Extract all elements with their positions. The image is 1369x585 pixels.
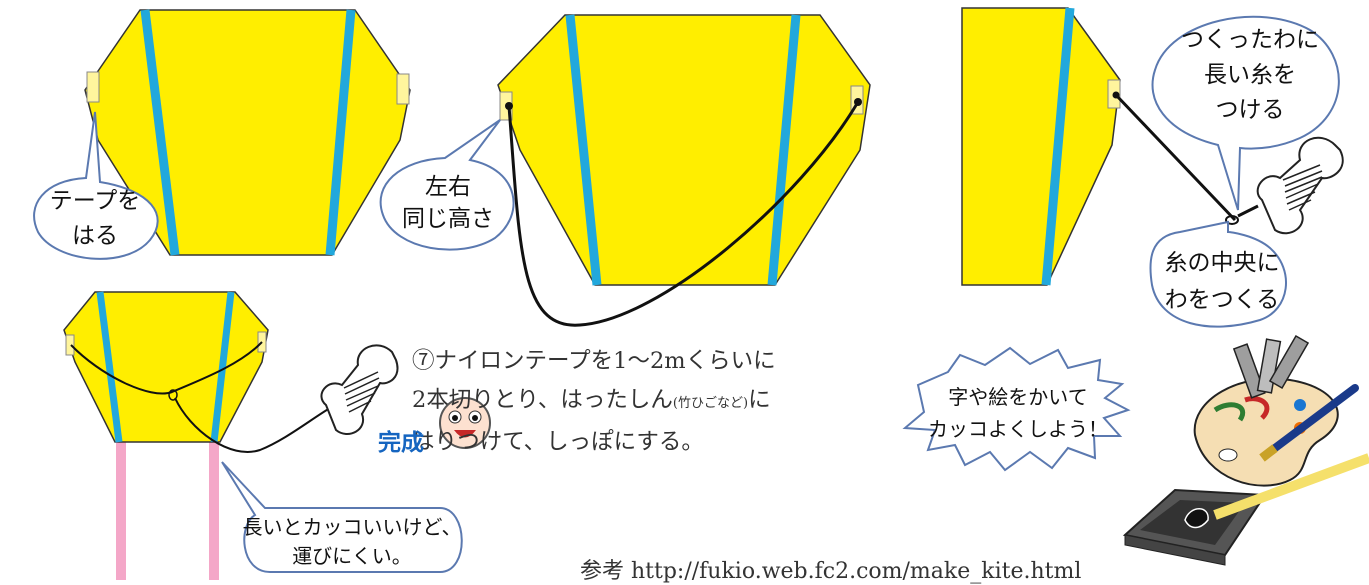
reference-url: 参考 http://fukio.web.fc2.com/make_kite.ht… (580, 559, 1082, 584)
instruction-line-1: ⑦ナイロンテープを1〜2mくらいに (412, 348, 776, 374)
callout-loop: 糸の中央に わをつくる (1149, 220, 1287, 328)
instruction-line-2: 2本切りとり、はったしん(竹ひごなど)に (412, 381, 912, 423)
flying-thread (174, 397, 331, 453)
tape-piece-right (396, 73, 410, 105)
callout-decorate-line2: カッコよくしよう！ (928, 417, 1108, 441)
kite-spar (1041, 7, 1075, 286)
kite-spar-left (96, 291, 123, 443)
instruction-line-3: はりつけて、しっぽにする。 (412, 429, 704, 455)
callout-tail-note-line1: 長いとカッコいいけど、 (243, 515, 462, 539)
kite-step-tape (84, 9, 411, 256)
kite-spar-right (210, 291, 235, 443)
kite-spar-left (565, 14, 602, 286)
instruction-line-2a: 2本切りとり、はったしん (412, 387, 673, 413)
callout-same-height-line1: 左右 (425, 174, 471, 200)
done-label: 完成 (378, 430, 424, 456)
callout-decorate-line1: 字や絵をかいて (948, 385, 1087, 409)
kite-spar-left (140, 9, 180, 256)
instruction-text: ⑦ナイロンテープを1〜2mくらいに 2本切りとり、はったしん(竹ひごなど)に は… (412, 342, 912, 462)
callout-tape-line2: はる (72, 223, 118, 249)
kite-spar-right (325, 9, 356, 256)
kite-step-thread (961, 7, 1259, 286)
bridle-thread (70, 341, 263, 395)
callout-tape-line1: テープを (50, 188, 141, 214)
callout-tail-note: 長いとカッコいいけど、 運びにくい。 (221, 461, 463, 573)
callout-long-thread: つくったわに 長い糸を つける (1151, 15, 1340, 211)
callout-same-height-line2: 同じ高さ (402, 206, 494, 232)
paint-tubes-icon (1232, 334, 1310, 399)
kite-body (497, 14, 871, 286)
smiley-face-icon (439, 397, 491, 449)
instruction-line-2-note: (竹ひごなど) (672, 396, 749, 411)
callout-loop-line1: 糸の中央に (1165, 250, 1280, 276)
tail-ribbon-left (116, 440, 126, 580)
ink-stone-icon (1122, 453, 1369, 566)
callout-long-thread-line3: つける (1216, 97, 1285, 123)
thread-spool-1 (1256, 136, 1344, 235)
callout-long-thread-line2: 長い糸を (1204, 62, 1296, 88)
long-thread (1114, 93, 1237, 222)
callout-tape: テープを はる (33, 111, 159, 260)
callout-tail-note-line2: 運びにくい。 (292, 544, 412, 568)
kite-step-tail (63, 291, 331, 580)
kite-body (63, 291, 269, 443)
callout-long-thread-line1: つくったわに (1181, 27, 1319, 53)
callout-same-height: 左右 同じ高さ (379, 119, 515, 251)
kite-body (961, 7, 1121, 286)
kite-step-bridle (497, 14, 871, 327)
callout-decorate: 字や絵をかいて カッコよくしよう！ (902, 346, 1131, 472)
callout-loop-line2: わをつくる (1165, 287, 1280, 313)
paint-palette-icon (1193, 377, 1339, 487)
tape-piece-left (86, 71, 100, 103)
thread-spool-2 (320, 344, 399, 435)
bridle-thread (507, 101, 860, 327)
paintbrush-icon (1259, 384, 1359, 462)
kite-spar-right (767, 14, 801, 286)
tail-ribbon-right (209, 440, 219, 580)
instruction-line-2b: に (748, 387, 771, 413)
